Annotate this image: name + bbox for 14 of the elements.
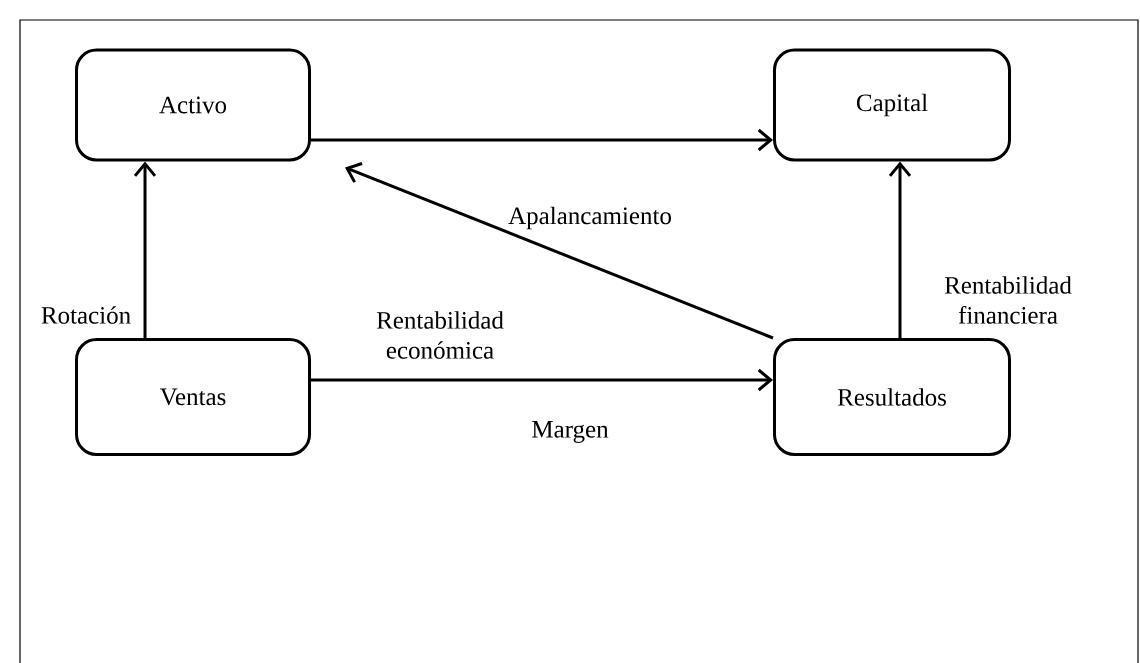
arrow [311, 368, 773, 392]
label: Apalancamiento [508, 206, 671, 230]
process-box: Ventas [75, 338, 311, 456]
process-box: Activo [75, 48, 311, 162]
arrow [311, 128, 773, 152]
label: Rentabilidad económica [376, 311, 504, 359]
arrow [133, 161, 157, 338]
arrow [345, 162, 774, 340]
process-box: Capital [773, 48, 1011, 162]
edge-label: Rentabilidad financiera [944, 276, 1072, 324]
edge-label: Margen [532, 421, 609, 443]
edge-label: Rotación [41, 306, 131, 324]
process-box: Resultados [773, 338, 1011, 456]
arrow [888, 161, 912, 338]
